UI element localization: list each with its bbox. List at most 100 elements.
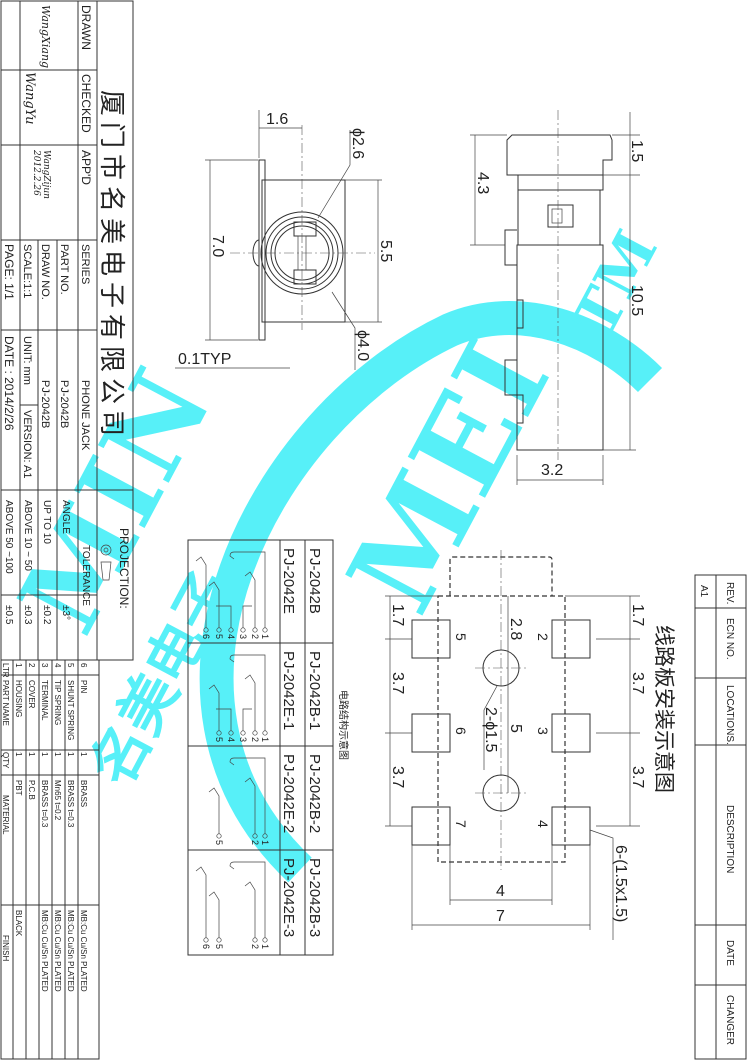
company-name: 厦门市名美电子有限公司 (97, 90, 127, 442)
parts-ltr-cell: 1 (14, 663, 23, 668)
page-text: PAGE: 1/1 (2, 244, 16, 300)
parts-qty-cell: 1 (14, 752, 23, 757)
dim-body: 5.5 (377, 240, 394, 262)
pad-label: 7 (453, 820, 469, 828)
pcb-title: 线路板安装示意图 (652, 625, 675, 793)
pad (551, 619, 591, 659)
parts-finish-cell: MB:Cu Cu/Sn PLATED (40, 910, 49, 992)
header-qty: QTY (1, 752, 10, 769)
dim-width: 1.6 (266, 111, 288, 128)
changer-header: CHANGER (724, 995, 735, 1045)
parts-name-cell: PIN (79, 680, 88, 694)
version-text: VERSION: A1 (21, 410, 33, 478)
circuit-table: 电路结构示意图 PJ-2042BPJ-2042E123456PJ-2042B-1… (187, 539, 350, 956)
pad-label: 3 (535, 727, 551, 735)
pin-label: 5 (214, 840, 224, 845)
header-material: MATERIAL (1, 795, 10, 835)
dim-pitch: 3.7 (629, 766, 646, 788)
model-b: PJ-2042B-1 (306, 651, 323, 730)
dim-pitch: 3.7 (389, 672, 406, 694)
parts-ltr-cell: 3 (40, 663, 49, 668)
tolerance-label: TOLERANCE (80, 545, 91, 606)
revision-block: REV. ECN NO. LOCATIONS. DESCRIPTION DATE… (694, 574, 747, 1060)
approved-date: 2012.2.26 (31, 149, 41, 196)
checked-label: CHECKED (79, 74, 93, 133)
tolerance-value: ±0.5 (3, 605, 14, 625)
pad-label: 2 (535, 633, 551, 641)
pin-label: 1 (260, 634, 270, 639)
front-view: 7.0 1.6 5.5 ϕ2.6 ϕ4.0 0.1TYP (175, 110, 394, 370)
tolerance-range: ABOVE 10 ~ 50 (22, 500, 33, 571)
model-b: PJ-2042B (306, 548, 323, 614)
pad-size-note: 6-(1.5x1.5) (612, 845, 629, 922)
series-label: SERIES (79, 244, 91, 284)
pin-label: 6 (201, 634, 211, 639)
pin-label: 2 (250, 944, 260, 949)
parts-qty-cell: 1 (79, 752, 88, 757)
dim-hole-offset: 2.8 (507, 618, 524, 640)
dim-length: 10.5 (628, 285, 645, 316)
pin-label: 4 (226, 737, 236, 742)
pin-label: 1 (260, 944, 270, 949)
model-e: PJ-2042E-1 (280, 651, 297, 730)
model-e: PJ-2042E (280, 548, 297, 614)
tolerance-value: ±0.3 (22, 605, 33, 625)
dim-upper: 4.3 (474, 172, 491, 194)
pin-label: 1 (260, 737, 270, 742)
parts-name-cell: HOUSING (14, 680, 23, 717)
rev-value: A1 (698, 585, 709, 598)
parts-finish-cell: MB:Cu Cu/Sn PLATED (53, 910, 62, 992)
dim-edge: 1.7 (389, 604, 406, 626)
header-finish: FINISH (1, 935, 10, 961)
pin-label: 1 (260, 840, 270, 845)
scale-text: SCALE:1:1 (21, 244, 33, 298)
dim-edge: 1.7 (629, 604, 646, 626)
pin-label: 3 (238, 634, 248, 639)
tolerance-value: ±3° (60, 605, 71, 620)
dim-hole-pitch: 5 (507, 724, 524, 733)
tolerance-range: ABOVE 50 ~100 (3, 500, 14, 574)
pin-label: 2 (250, 840, 260, 845)
date-text: DATE : 2014/2/26 (2, 336, 16, 431)
description-header: DESCRIPTION (724, 805, 735, 873)
header-ltr: LTR (1, 663, 10, 678)
dim-side-width: 3.2 (541, 462, 563, 479)
date-header: DATE (724, 940, 735, 966)
dia-outer: ϕ4.0 (354, 330, 371, 361)
parts-qty-cell: 1 (53, 752, 62, 757)
pad (411, 713, 451, 753)
parts-qty-cell: 1 (66, 752, 75, 757)
circuit-title: 电路结构示意图 (337, 690, 350, 760)
approved-label: APP'D (79, 150, 93, 185)
watermark-arc (199, 301, 663, 883)
pin-label: 3 (238, 737, 248, 742)
parts-material-cell: PBT (14, 780, 23, 796)
approved-signature: WangZijun (41, 150, 51, 199)
parts-name-cell: TIP SPRING (53, 680, 62, 725)
model-e: PJ-2042E-3 (280, 858, 297, 937)
projection-symbol-icon (100, 544, 112, 581)
parts-finish-cell: BLACK (14, 910, 23, 937)
parts-material-cell: BRASS (79, 780, 88, 807)
parts-name-cell: TERMINAL (40, 680, 49, 721)
dia-inner: ϕ2.6 (349, 128, 366, 159)
part-no-label: PART NO. (58, 244, 70, 295)
pin-label: 4 (226, 634, 236, 639)
dim-height: 7.0 (209, 235, 226, 257)
tolerance-range: ANGLE (60, 500, 71, 534)
schematic: 12 5 (208, 757, 270, 845)
pin-label: 5 (214, 737, 224, 742)
pad (551, 713, 591, 753)
parts-material-cell: Mn65 t=0.2 (53, 780, 62, 821)
drawn-signature: WangXiang (39, 5, 52, 68)
pin-label: 2 (250, 634, 260, 639)
draw-no-label: DRAW NO. (39, 244, 51, 300)
locations-header: LOCATIONS. (724, 685, 735, 745)
parts-qty-cell: 1 (27, 752, 36, 757)
